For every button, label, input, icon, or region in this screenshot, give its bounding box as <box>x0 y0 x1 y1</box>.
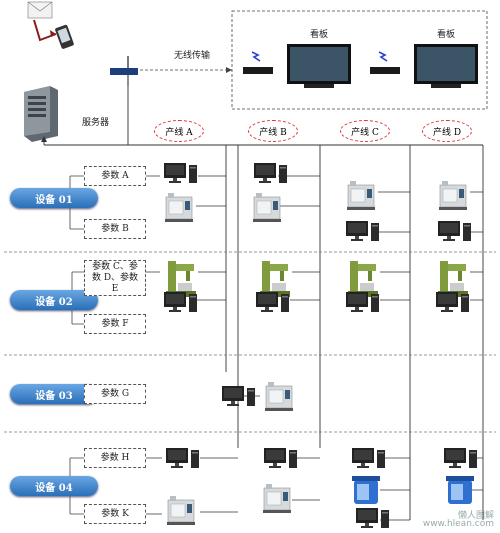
computer-icon <box>346 221 379 241</box>
param-box-k: 参数 K <box>84 504 146 524</box>
blue-machine-icon <box>352 476 380 504</box>
cnc-machine-icon <box>346 180 376 211</box>
computer-icon <box>164 163 197 183</box>
cnc-machine-icon <box>438 180 468 211</box>
drill-machine-icon <box>260 261 290 297</box>
computer-icon <box>352 448 385 468</box>
param-box-a: 参数 A <box>84 166 146 186</box>
param-box-b: 参数 B <box>84 219 146 239</box>
kanban-label: 看板 <box>310 30 329 40</box>
wireless-label: 无线传输 <box>174 51 211 61</box>
computer-icon <box>436 292 469 312</box>
device-04-label: 设备 04 <box>10 476 98 496</box>
computer-icon <box>166 448 199 468</box>
computer-icon <box>444 448 477 468</box>
device-03-label: 设备 03 <box>10 384 98 404</box>
production-line-d: 产线 D <box>422 120 472 142</box>
production-line-a: 产线 A <box>154 120 204 142</box>
drill-machine-icon <box>438 261 468 297</box>
computer-icon <box>222 386 255 406</box>
kanban-display-2 <box>370 44 478 88</box>
blue-machine-icon <box>446 476 474 504</box>
computer-icon <box>254 163 287 183</box>
param-box-f: 参数 F <box>84 314 146 334</box>
param-box-cde: 参数 C、参数 D、参数 E <box>84 260 146 296</box>
mail-phone-icon <box>27 1 74 49</box>
device-02-label: 设备 02 <box>10 290 98 310</box>
computer-icon <box>356 508 389 528</box>
server-icon <box>24 86 58 142</box>
watermark-url: www.hlean.com <box>422 519 494 529</box>
cnc-machine-icon <box>262 483 292 514</box>
router-icon <box>110 56 138 86</box>
device-01-label: 设备 01 <box>10 188 98 208</box>
server-label: 服务器 <box>82 118 110 128</box>
watermark-title: 懒人图解 <box>457 511 494 521</box>
production-line-c: 产线 C <box>340 120 390 142</box>
computer-icon <box>346 292 379 312</box>
param-box-g: 参数 G <box>84 384 146 404</box>
cnc-machine-icon <box>166 495 196 526</box>
computer-icon <box>164 292 197 312</box>
computer-icon <box>256 292 289 312</box>
drill-machine-icon <box>348 261 378 297</box>
computer-icon <box>264 448 297 468</box>
cnc-machine-icon <box>252 192 282 223</box>
computer-icon <box>438 221 471 241</box>
kanban-label: 看板 <box>437 30 456 40</box>
kanban-display-1 <box>243 44 351 88</box>
cnc-machine-icon <box>164 192 194 223</box>
cnc-machine-icon <box>264 381 294 412</box>
production-line-b: 产线 B <box>248 120 298 142</box>
param-box-h: 参数 H <box>84 448 146 468</box>
drill-machine-icon <box>166 261 196 297</box>
